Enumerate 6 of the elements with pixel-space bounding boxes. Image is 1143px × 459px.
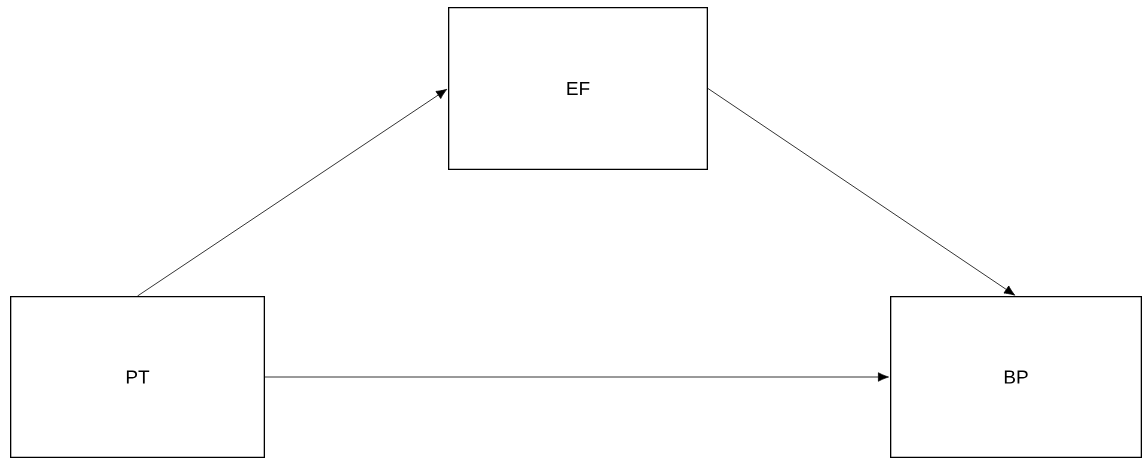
arrow <box>137 88 448 297</box>
box: EF <box>448 7 708 170</box>
arrow <box>707 88 1016 296</box>
box: PT <box>10 296 265 458</box>
arrow <box>264 372 889 382</box>
box: BP <box>890 296 1142 458</box>
